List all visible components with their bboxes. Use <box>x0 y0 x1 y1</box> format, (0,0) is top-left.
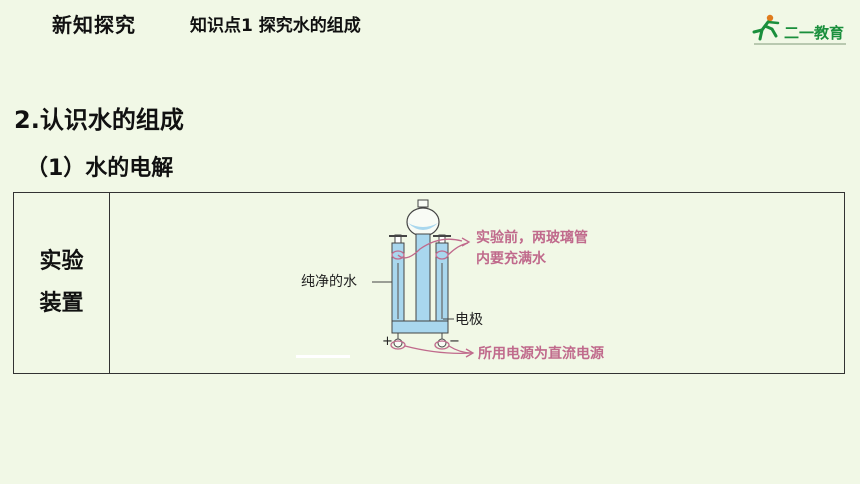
fill-note-arrows <box>391 237 471 260</box>
pure-water-label: 纯净的水 <box>301 274 357 290</box>
plus-sign: + <box>382 334 393 349</box>
white-mark <box>296 355 350 358</box>
fill-note-line-2: 内要充满水 <box>476 250 547 267</box>
left-tube <box>389 234 407 327</box>
logo-underline <box>754 43 846 45</box>
slide-header: 新知探究 知识点1 探究水的组成 <box>0 0 860 44</box>
table-label-line-1: 实验 <box>39 249 84 274</box>
right-tube <box>433 234 451 327</box>
table-figure-cell: + − 纯净的水 电极 <box>109 192 845 374</box>
electrode-label: 电极 <box>455 312 483 328</box>
reservoir-bulb <box>406 199 440 325</box>
experiment-table: 实验 装置 <box>13 192 845 374</box>
fill-note-line-1: 实验前，两玻璃管 <box>476 229 588 246</box>
section-title: 新知探究 <box>52 13 136 37</box>
subheading: （1）水的电解 <box>26 156 174 181</box>
table-label-line-2: 装置 <box>39 291 84 316</box>
electrolysis-apparatus-diagram: + − 纯净的水 电极 <box>296 199 604 362</box>
runner-icon <box>752 14 780 41</box>
brand-logo: 二一教育 <box>748 12 848 48</box>
dc-note: 所用电源为直流电源 <box>478 345 604 362</box>
logo-text: 二一教育 <box>784 24 845 42</box>
heading: 2.认识水的组成 <box>14 106 184 134</box>
dc-note-arrows <box>390 340 475 358</box>
minus-sign: − <box>449 334 460 349</box>
table-label-cell: 实验 装置 <box>13 192 110 374</box>
topic-title: 知识点1 探究水的组成 <box>190 16 361 36</box>
bottom-connector <box>391 320 449 348</box>
